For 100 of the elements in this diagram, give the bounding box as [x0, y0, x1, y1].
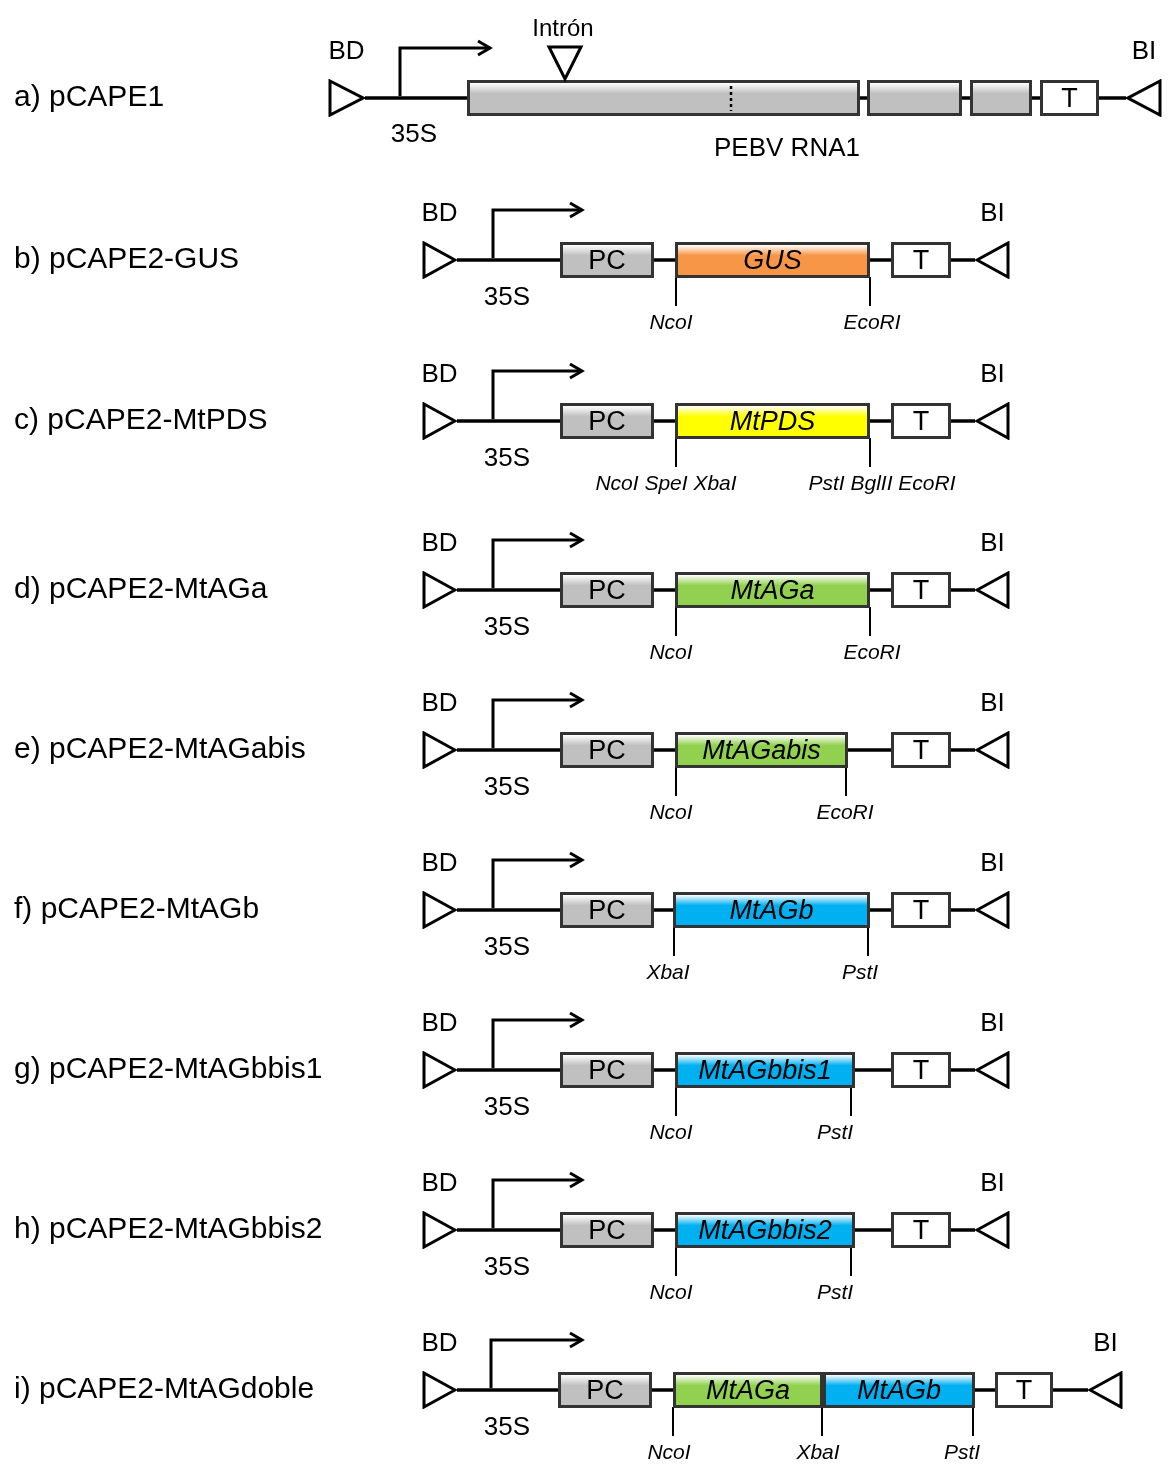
construct-label: g) pCAPE2-MtAGbbis1: [14, 1050, 323, 1084]
segment-box: PC: [560, 242, 654, 278]
segment-box: MtPDS: [675, 403, 870, 439]
restriction-site-label: NcoI: [647, 1440, 691, 1464]
backbone-line: [1053, 1388, 1088, 1392]
backbone-line: [652, 1388, 673, 1392]
segment-box: [970, 80, 1032, 116]
border-label: BI: [1131, 36, 1157, 65]
construct-label: a) pCAPE1: [14, 78, 165, 112]
gene-label: PEBV RNA1: [714, 132, 860, 162]
restriction-site-label: NcoI: [649, 640, 693, 664]
restriction-site-label: EcoRI: [816, 800, 874, 824]
backbone-line: [860, 96, 867, 100]
segment-box: T: [891, 242, 951, 278]
backbone-line: [457, 1228, 560, 1232]
backbone-line: [951, 419, 975, 423]
backbone-line: [457, 588, 560, 592]
backbone-line: [855, 1228, 891, 1232]
border-label: BI: [980, 359, 1005, 388]
border-label: BI: [980, 688, 1005, 717]
segment-box: T: [891, 892, 951, 928]
construct-label: b) pCAPE2-GUS: [14, 240, 240, 274]
border-label: BD: [421, 1008, 458, 1037]
promoter-label: 35S: [483, 281, 531, 311]
promoter-label: 35S: [483, 1251, 531, 1281]
border-label: BI: [1093, 1328, 1118, 1357]
backbone-line: [654, 1228, 675, 1232]
promoter-label: 35S: [483, 1411, 531, 1441]
segment-box: T: [891, 1212, 951, 1248]
promoter-label: 35S: [483, 771, 531, 801]
border-label: BI: [980, 1008, 1005, 1037]
construct-label: i) pCAPE2-MtAGdoble: [14, 1370, 315, 1404]
border-label: BI: [980, 198, 1005, 227]
backbone-line: [870, 258, 891, 262]
segment-box: MtAGb: [823, 1372, 975, 1408]
border-label: BD: [421, 688, 458, 717]
segment-box: PC: [560, 732, 654, 768]
restriction-site-label: NcoI: [649, 1280, 693, 1304]
restriction-site-label: PstI: [943, 1440, 981, 1464]
backbone-line: [654, 258, 675, 262]
backbone-line: [870, 588, 891, 592]
segment-box: [867, 80, 962, 116]
backbone-line: [457, 1388, 558, 1392]
segment-box: T: [891, 403, 951, 439]
backbone-line: [962, 96, 970, 100]
backbone-line: [457, 1068, 560, 1072]
border-label: BD: [421, 198, 458, 227]
border-label: BD: [421, 848, 458, 877]
border-label: BD: [421, 359, 458, 388]
restriction-site-label: EcoRI: [843, 310, 901, 334]
segment-box: PC: [560, 572, 654, 608]
segment-box: PC: [558, 1372, 652, 1408]
segment-box: MtAGabis: [675, 732, 848, 768]
restriction-site-label: NcoI: [649, 1120, 693, 1144]
restriction-site-label: NcoI: [649, 800, 693, 824]
construct-label: d) pCAPE2-MtAGa: [14, 570, 268, 604]
segment-box: T: [891, 1052, 951, 1088]
backbone-line: [654, 908, 673, 912]
backbone-line: [654, 1068, 675, 1072]
promoter-label: 35S: [390, 118, 438, 148]
intron-label: Intrón: [532, 14, 594, 42]
backbone-line: [457, 748, 560, 752]
backbone-line: [870, 419, 891, 423]
segment-box: [467, 80, 860, 116]
border-label: BD: [421, 1168, 458, 1197]
construct-label: h) pCAPE2-MtAGbbis2: [14, 1210, 323, 1244]
backbone-line: [951, 258, 975, 262]
construct-label: e) pCAPE2-MtAGabis: [14, 730, 306, 764]
segment-box: T: [891, 732, 951, 768]
backbone-line: [855, 1068, 891, 1072]
segment-box: PC: [560, 403, 654, 439]
restriction-site-label: XbaI: [796, 1440, 840, 1464]
segment-box: MtAGbbis2: [675, 1212, 855, 1248]
construct-label: c) pCAPE2-MtPDS: [14, 401, 268, 435]
restriction-site-label: PstI: [816, 1120, 854, 1144]
segment-box: MtAGbbis1: [675, 1052, 855, 1088]
construct-label: f) pCAPE2-MtAGb: [14, 890, 260, 924]
segment-box: PC: [560, 1052, 654, 1088]
segment-box: T: [1040, 80, 1099, 116]
backbone-line: [365, 96, 467, 100]
backbone-line: [975, 1388, 995, 1392]
backbone-line: [457, 258, 560, 262]
backbone-line: [1099, 96, 1126, 100]
backbone-line: [457, 908, 560, 912]
restriction-site-label: PstI: [816, 1280, 854, 1304]
backbone-line: [1032, 96, 1040, 100]
promoter-label: 35S: [483, 931, 531, 961]
segment-box: MtAGa: [675, 572, 870, 608]
segment-box: PC: [560, 892, 654, 928]
backbone-line: [951, 1068, 975, 1072]
border-label: BD: [328, 36, 365, 65]
backbone-line: [951, 908, 975, 912]
restriction-site-label: NcoI SpeI XbaI: [595, 471, 737, 495]
segment-box: T: [995, 1372, 1053, 1408]
backbone-line: [848, 748, 891, 752]
restriction-site-label: EcoRI: [843, 640, 901, 664]
promoter-label: 35S: [483, 442, 531, 472]
restriction-site-label: NcoI: [649, 310, 693, 334]
border-label: BI: [980, 1168, 1005, 1197]
backbone-line: [654, 588, 675, 592]
